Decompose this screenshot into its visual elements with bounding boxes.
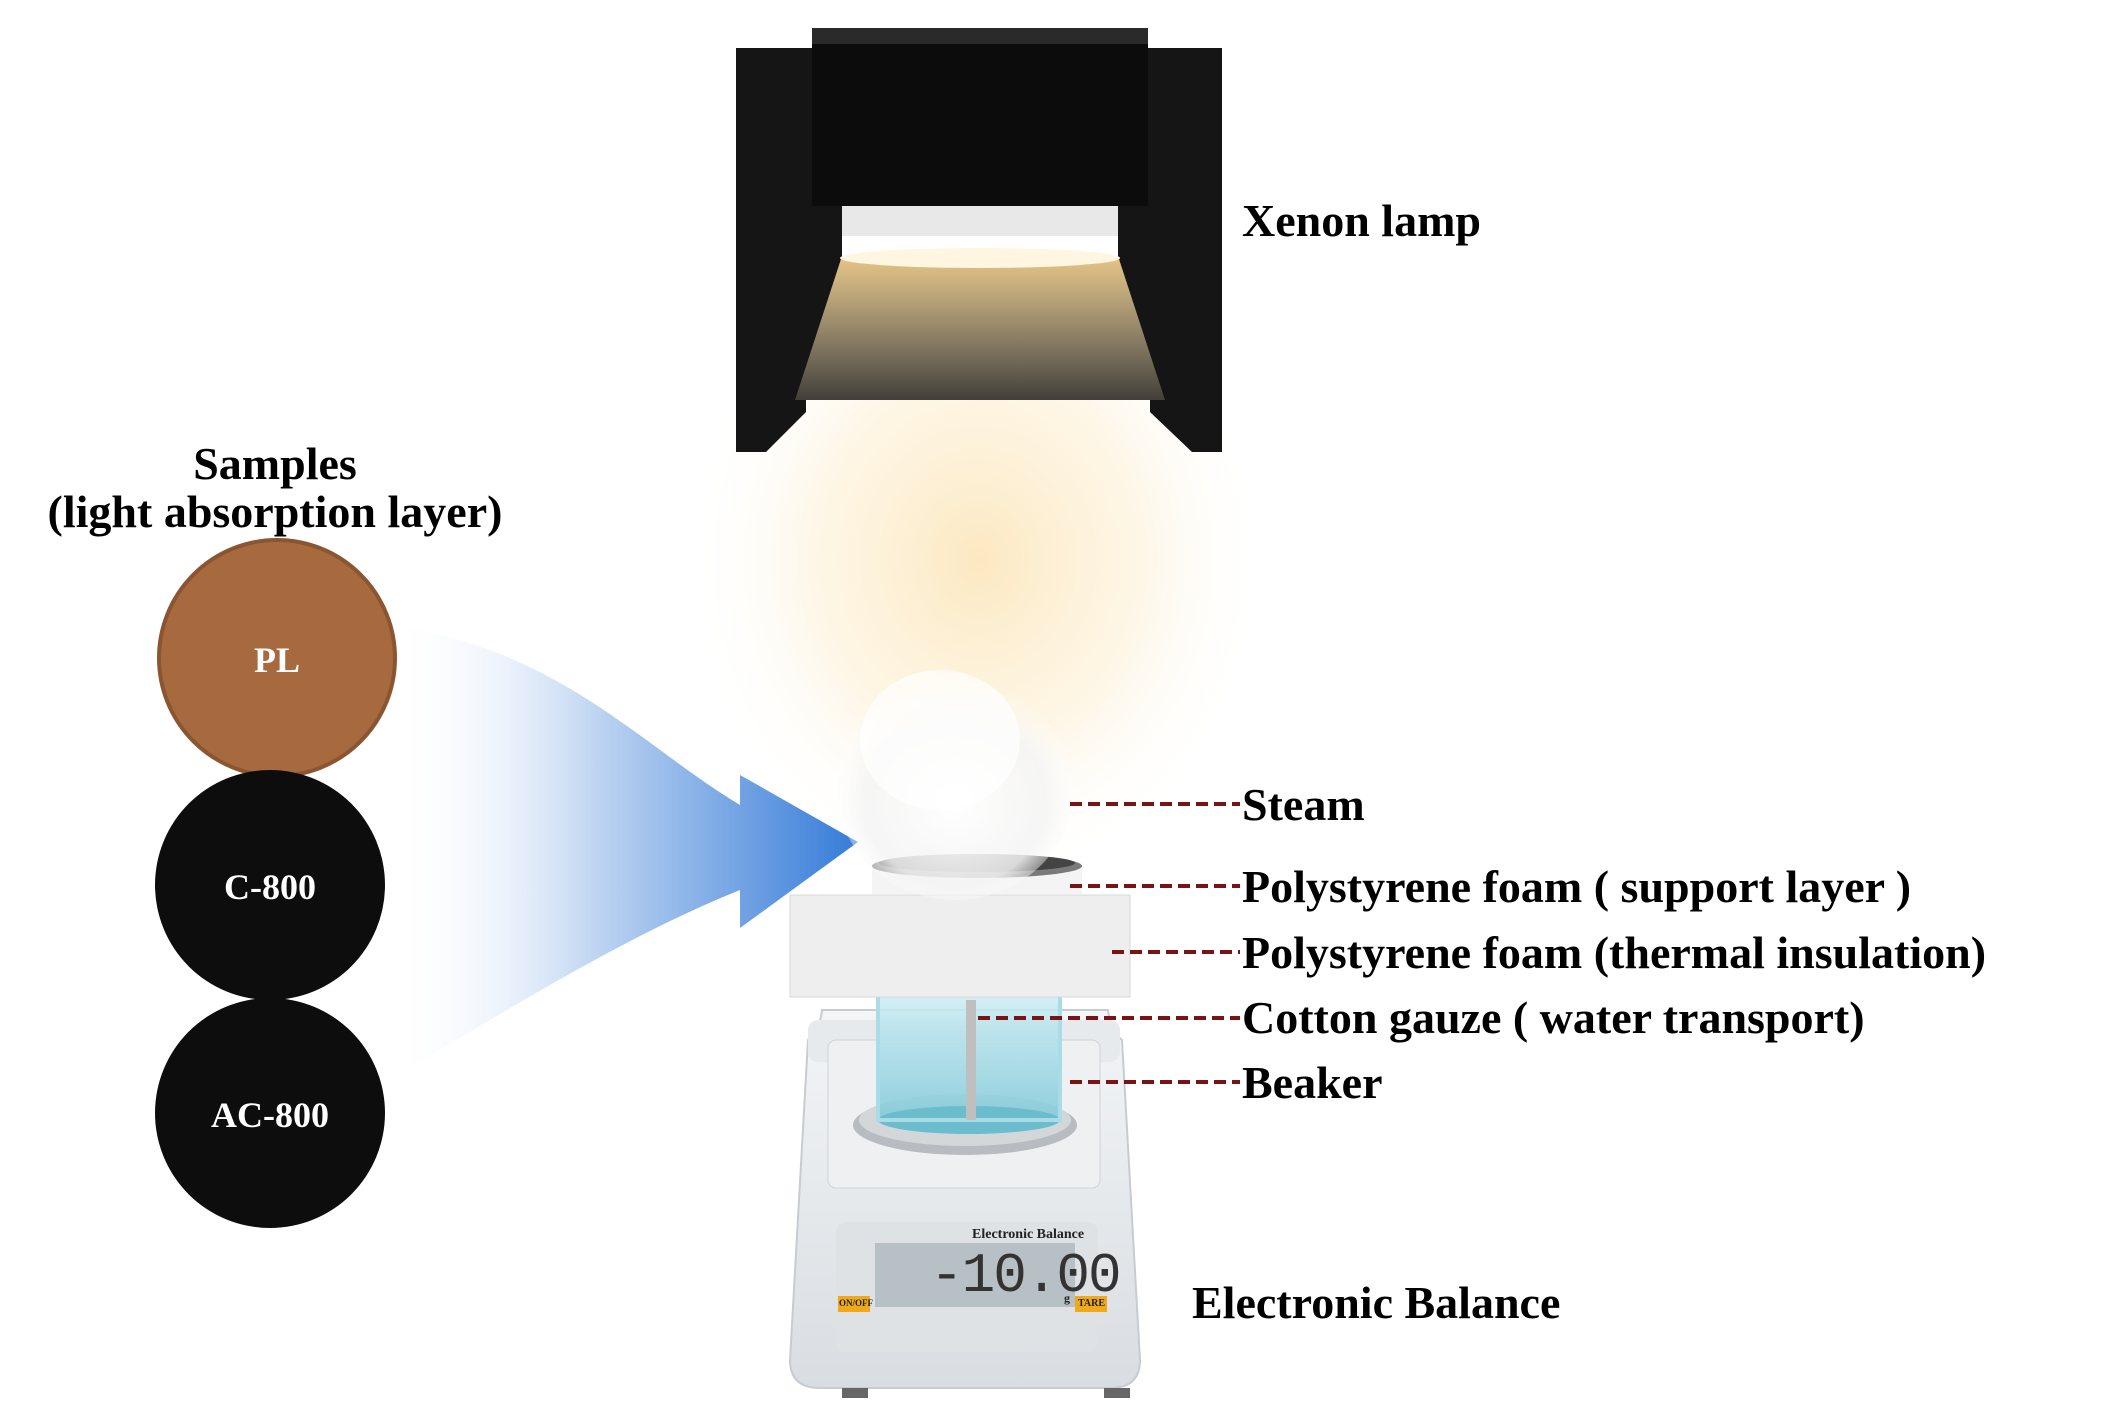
balance-unit: g (1064, 1291, 1070, 1305)
sample-label-pl: PL (253, 640, 300, 680)
label-xenon-lamp: Xenon lamp (1242, 195, 1481, 246)
sample-disc-c800 (155, 770, 385, 1000)
leader-lines (978, 802, 1240, 1084)
label-thermal-insulation: Polystyrene foam (thermal insulation) (1242, 927, 1987, 978)
sample-arrow (392, 625, 858, 1080)
label-cotton-gauze: Cotton gauze ( water transport) (1242, 992, 1865, 1043)
sample-label-ac800: AC-800 (211, 1095, 329, 1135)
beaker-icon (876, 988, 1062, 1134)
balance-reading: -10.00 (930, 1244, 1122, 1308)
label-steam: Steam (1242, 779, 1365, 830)
sample-disc-ac800 (155, 998, 385, 1228)
xenon-lamp-icon (736, 28, 1222, 452)
tare-button[interactable]: TARE (1078, 1298, 1106, 1309)
insulation-foam (789, 894, 1131, 998)
balance-panel-title: Electronic Balance (972, 1227, 1085, 1242)
sample-disc-pl (159, 540, 395, 776)
on-off-button[interactable]: ON/OFF (839, 1298, 873, 1308)
label-beaker: Beaker (1242, 1057, 1383, 1108)
label-electronic-balance: Electronic Balance (1192, 1277, 1561, 1328)
samples-title: Samples (light absorption layer) (47, 438, 503, 538)
sample-label-c800: C-800 (224, 867, 316, 907)
label-support-layer: Polystyrene foam ( support layer ) (1242, 861, 1912, 912)
